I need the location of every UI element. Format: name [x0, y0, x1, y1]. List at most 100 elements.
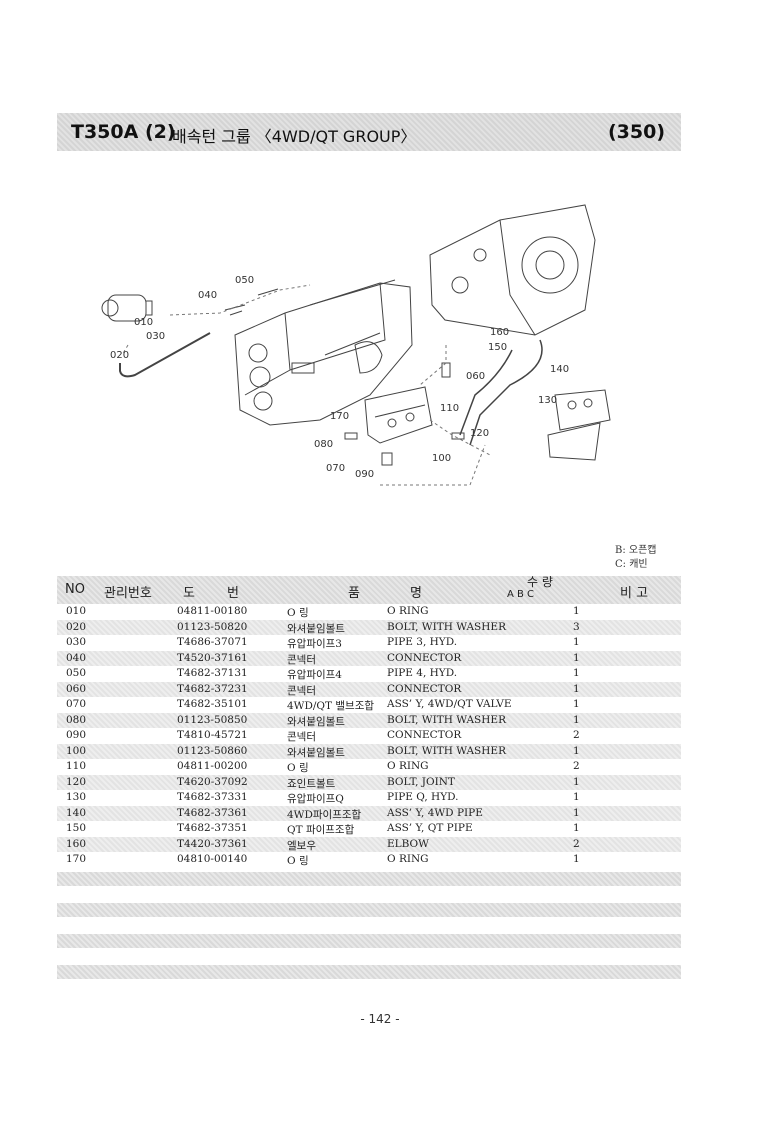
transmission-case-drawing	[234, 279, 413, 426]
callout-030: 030	[146, 331, 165, 342]
quantity: 1	[573, 682, 580, 695]
exploded-parts-diagram: 010 020 030 040 050 060 070 080 090 100 …	[101, 204, 611, 486]
header-abc: A B C	[507, 589, 535, 600]
item-no: 140	[66, 806, 87, 819]
korean-name: 콘넥터	[287, 684, 316, 697]
english-name: PIPE 4, HYD.	[387, 667, 458, 679]
callout-040: 040	[198, 290, 217, 301]
callout-170: 170	[330, 411, 349, 422]
header-quantity: 수 량	[527, 575, 553, 589]
callout-100: 100	[432, 453, 451, 464]
item-no: 080	[66, 713, 87, 726]
quantity: 2	[573, 760, 580, 772]
connector-050-drawing	[257, 288, 279, 296]
callout-120: 120	[470, 428, 489, 439]
english-name: CONNECTOR	[387, 651, 462, 664]
part-number: T4682-35101	[177, 698, 248, 710]
english-name: PIPE 3, HYD.	[387, 636, 458, 648]
callout-090: 090	[355, 469, 374, 480]
english-name: PIPE Q, HYD.	[387, 791, 459, 803]
korean-name: 유압파이프Q	[287, 793, 344, 805]
korean-name: 콘넥터	[287, 653, 316, 666]
callout-150: 150	[488, 342, 507, 353]
valve-block-drawing	[364, 386, 433, 444]
callout-160: 160	[490, 327, 509, 338]
english-name: BOLT, WITH WASHER	[387, 744, 506, 757]
english-name: BOLT, WITH WASHER	[387, 713, 506, 726]
korean-name: 4WD파이프조합	[287, 808, 362, 821]
korean-name: 유압파이프4	[287, 669, 342, 681]
item-no: 100	[66, 744, 87, 757]
korean-name: 와셔붙임볼트	[287, 622, 345, 635]
model-label: T350A (2)	[71, 121, 176, 143]
callout-020: 020	[110, 350, 129, 361]
callout-110: 110	[440, 403, 459, 414]
korean-name: O 링	[287, 855, 309, 867]
english-name: BOLT, WITH WASHER	[387, 620, 506, 633]
connector-040-drawing	[224, 304, 246, 316]
part-number: T4620-37092	[177, 775, 248, 788]
part-number: T4810-45721	[177, 729, 248, 741]
english-name: CONNECTOR	[387, 729, 462, 741]
quantity: 2	[573, 837, 580, 850]
callout-050: 050	[235, 275, 254, 286]
pipe-030-drawing	[119, 332, 211, 378]
part-number: T4682-37351	[177, 822, 248, 834]
part-number: 01123-50820	[177, 620, 248, 633]
item-no: 130	[66, 791, 87, 803]
quantity: 1	[573, 791, 580, 803]
english-name: CONNECTOR	[387, 682, 462, 695]
parts-table-header: NO 관리번호 도 번 품 명 수 량 A B C 비 고	[57, 575, 681, 604]
item-no: 020	[66, 620, 87, 633]
korean-name: O 링	[287, 762, 309, 774]
callout-140: 140	[550, 364, 569, 375]
part-number: T4682-37231	[177, 682, 248, 695]
item-no: 070	[66, 698, 87, 710]
english-name: ASS’ Y, QT PIPE	[387, 822, 473, 834]
fitting-120-drawing	[451, 432, 465, 440]
korean-name: 4WD/QT 밸브조합	[287, 700, 375, 712]
group-title: 배속턴 그룹 〈4WD/QT GROUP〉	[172, 127, 417, 146]
quantity: 2	[573, 729, 580, 741]
english-name: ELBOW	[387, 837, 429, 850]
quantity: 1	[573, 605, 580, 617]
header-name-2: 명	[410, 586, 422, 601]
callout-010: 010	[134, 317, 153, 328]
item-no: 040	[66, 651, 87, 664]
qty-legend: B: 오픈캡 C: 캐빈	[615, 544, 657, 572]
part-number: 04811-00180	[177, 605, 248, 617]
item-no: 110	[66, 760, 87, 772]
header-name-1: 품	[348, 586, 360, 601]
part-number: T4520-37161	[177, 651, 248, 664]
quantity: 3	[573, 620, 580, 633]
english-name: O RING	[387, 853, 429, 865]
table-stripe	[57, 872, 681, 886]
english-name: O RING	[387, 760, 429, 772]
korean-name: 콘넥터	[287, 731, 316, 743]
english-name: ASS’ Y, 4WD PIPE	[387, 806, 483, 819]
page-code: (350)	[607, 121, 665, 143]
item-no: 150	[66, 822, 87, 834]
english-name: ASS’ Y, 4WD/QT VALVE	[387, 698, 512, 710]
pump-drawing	[101, 294, 153, 322]
table-stripe	[57, 965, 681, 979]
part-number: 04810-00140	[177, 853, 248, 865]
korean-name: O 링	[287, 607, 309, 619]
korean-name: 유압파이프3	[287, 638, 342, 650]
table-stripe	[57, 903, 681, 917]
quantity: 1	[573, 744, 580, 757]
english-name: BOLT, JOINT	[387, 775, 455, 788]
quantity: 1	[573, 698, 580, 710]
pipe-150-drawing	[459, 349, 513, 436]
part-number: 01123-50860	[177, 744, 248, 757]
header-remarks: 비 고	[620, 586, 649, 601]
